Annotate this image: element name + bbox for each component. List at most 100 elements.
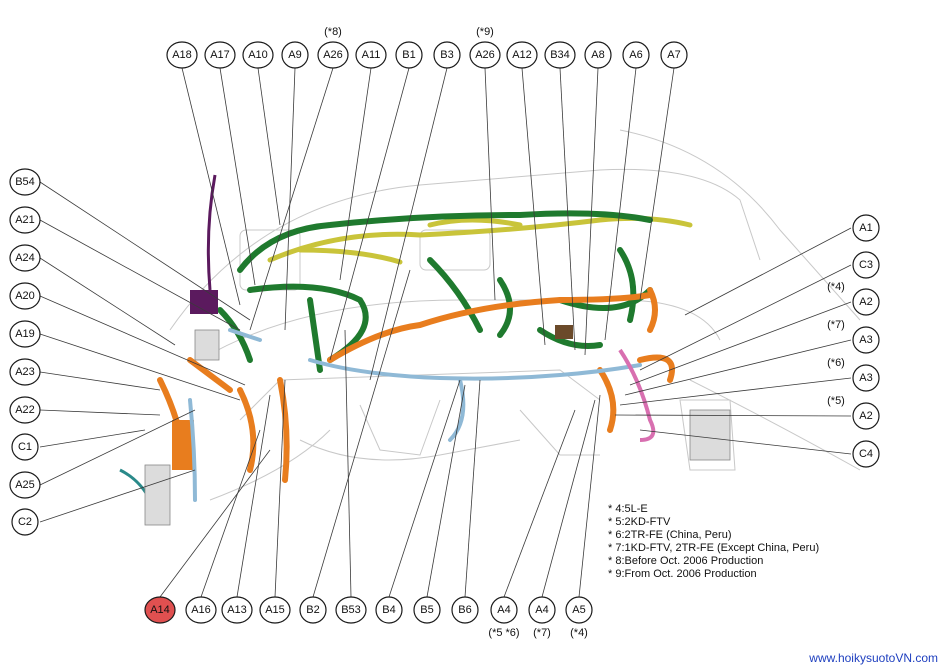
lead-right-2 bbox=[629, 301, 852, 386]
connector-bottom-b5-7: B5 bbox=[413, 596, 441, 624]
footnote-1: * 5:2KD-FTV bbox=[608, 516, 671, 528]
connector-top-a7-13-text: A7 bbox=[667, 49, 680, 61]
connector-left-a24: A24 bbox=[9, 244, 41, 272]
lead-bottom-1 bbox=[200, 429, 261, 598]
connector-top-b1-6-circle bbox=[395, 41, 423, 69]
lead-bottom-10 bbox=[541, 399, 596, 598]
lead-top-6 bbox=[329, 67, 410, 361]
watermark: www.hoikysuotoVN.com bbox=[809, 651, 938, 665]
connector-bottom-a15-3-circle bbox=[259, 596, 291, 624]
connector-left-b54: B54 bbox=[9, 168, 41, 196]
connector-top-b34-10-text: B34 bbox=[550, 49, 570, 61]
lead-bottom-9 bbox=[503, 409, 576, 598]
connector-top-a9-3-text: A9 bbox=[288, 49, 301, 61]
lead-top-2 bbox=[257, 67, 281, 226]
connector-top-a9-3-circle bbox=[281, 41, 309, 69]
lead-bottom-7 bbox=[426, 384, 466, 598]
lead-right-0 bbox=[684, 227, 852, 316]
lead-left-4 bbox=[39, 333, 241, 401]
lead-top-10 bbox=[559, 67, 576, 351]
variant-right-3: (*7) bbox=[827, 319, 845, 331]
connector-bottom-a13-2: A13 bbox=[221, 596, 253, 624]
connector-right-a2-2-circle bbox=[852, 288, 880, 316]
connector-top-a26-4: A26 bbox=[317, 41, 349, 69]
connector-right-c4-6: C4 bbox=[852, 440, 880, 468]
connector-left-a22-circle bbox=[9, 396, 41, 424]
connector-top-a9-3: A9 bbox=[281, 41, 309, 69]
connector-left-a25-text: A25 bbox=[15, 479, 35, 491]
connector-left-c1-circle bbox=[11, 433, 39, 461]
footnote-4: * 8:Before Oct. 2006 Production bbox=[608, 555, 763, 567]
connector-left-a21-circle bbox=[9, 206, 41, 234]
connector-bottom-a4-10: A4 bbox=[528, 596, 556, 624]
connector-bottom-a4-9: A4 bbox=[490, 596, 518, 624]
connector-left-a22-text: A22 bbox=[15, 404, 35, 416]
connector-right-a3-3-circle bbox=[852, 326, 880, 354]
lead-left-5 bbox=[39, 371, 161, 391]
connector-bottom-a5-11-circle bbox=[565, 596, 593, 624]
variant-right-5: (*5) bbox=[827, 395, 845, 407]
connector-left-a23-text: A23 bbox=[15, 366, 35, 378]
connector-top-b1-6: B1 bbox=[395, 41, 423, 69]
connector-top-a11-5: A11 bbox=[355, 41, 387, 69]
connector-left-a20-circle bbox=[9, 282, 41, 310]
connector-left-a19-circle bbox=[9, 320, 41, 348]
connector-right-a3-4-circle bbox=[852, 364, 880, 392]
connector-left-a25-circle bbox=[9, 471, 41, 499]
connector-top-b3-7-circle bbox=[433, 41, 461, 69]
leader-lines bbox=[39, 67, 852, 598]
connector-top-a10-2-circle bbox=[242, 41, 274, 69]
connector-bottom-b53-5-circle bbox=[335, 596, 367, 624]
connector-right-a2-5-text: A2 bbox=[859, 410, 872, 422]
connector-top-a18-0: A18 bbox=[166, 41, 198, 69]
connector-top-b3-7-text: B3 bbox=[440, 49, 453, 61]
connector-left-a21-text: A21 bbox=[15, 214, 35, 226]
connector-left-b54-text: B54 bbox=[15, 176, 35, 188]
harness-pink bbox=[618, 348, 656, 442]
connector-right-c4-6-circle bbox=[852, 440, 880, 468]
connector-left-c2-circle bbox=[11, 508, 39, 536]
connector-right-a1-0: A1 bbox=[852, 214, 880, 242]
connector-bottom-b4-6: B4 bbox=[375, 596, 403, 624]
connector-top-a7-13-circle bbox=[660, 41, 688, 69]
connector-top-a10-2: A10 bbox=[242, 41, 274, 69]
lead-bottom-11 bbox=[578, 394, 601, 598]
connector-bottom-b53-5-text: B53 bbox=[341, 604, 361, 616]
connector-top-a26-4-circle bbox=[317, 41, 349, 69]
harness-orange-block bbox=[172, 420, 194, 470]
lead-bottom-4 bbox=[312, 269, 411, 598]
connector-top-a17-1-text: A17 bbox=[210, 49, 230, 61]
connector-right-a2-2-text: A2 bbox=[859, 296, 872, 308]
connector-top-a17-1: A17 bbox=[204, 41, 236, 69]
connector-bottom-a14-0-text: A14 bbox=[150, 604, 170, 616]
harness-brown-block bbox=[555, 325, 573, 339]
connector-bottom-a16-1-circle bbox=[185, 596, 217, 624]
harness-blue bbox=[188, 328, 642, 502]
lead-left-3 bbox=[39, 295, 246, 386]
footnote-0: * 4:5L-E bbox=[608, 503, 648, 515]
lead-top-11 bbox=[584, 67, 599, 356]
connector-right-c3-1: C3 bbox=[852, 251, 880, 279]
lead-left-1 bbox=[39, 219, 241, 331]
connector-bottom-b53-5: B53 bbox=[335, 596, 367, 624]
variant-right-2: (*4) bbox=[827, 281, 845, 293]
connector-bottom-a15-3: A15 bbox=[259, 596, 291, 624]
connector-left-a20: A20 bbox=[9, 282, 41, 310]
lead-top-12 bbox=[604, 67, 637, 341]
connector-bottom-b5-7-text: B5 bbox=[420, 604, 433, 616]
connector-top-b34-10: B34 bbox=[544, 41, 576, 69]
connector-left-a25: A25 bbox=[9, 471, 41, 499]
lead-bottom-6 bbox=[388, 379, 461, 598]
lead-top-0 bbox=[181, 67, 241, 306]
connector-bottom-b4-6-text: B4 bbox=[382, 604, 395, 616]
connector-top-a8-11-text: A8 bbox=[591, 49, 604, 61]
connector-right-a1-0-text: A1 bbox=[859, 222, 872, 234]
lead-left-9 bbox=[39, 469, 196, 523]
connector-bottom-a4-10-circle bbox=[528, 596, 556, 624]
lead-top-8 bbox=[484, 67, 496, 301]
connector-top-b1-6-text: B1 bbox=[402, 49, 415, 61]
lead-top-3 bbox=[284, 67, 296, 331]
lead-top-1 bbox=[219, 67, 256, 286]
